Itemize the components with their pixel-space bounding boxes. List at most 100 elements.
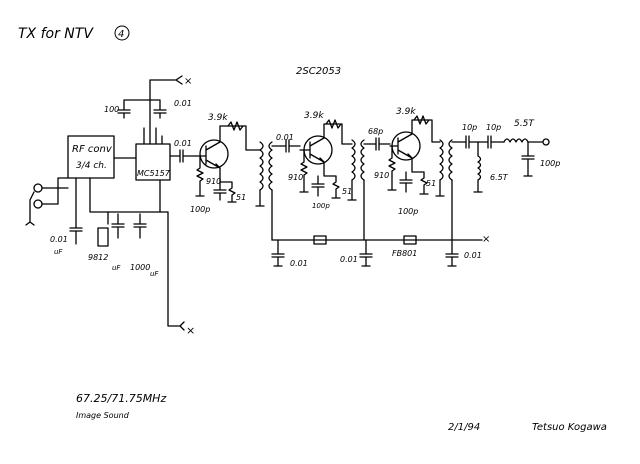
l-out-label: 5.5T bbox=[514, 119, 535, 129]
cap-100u bbox=[117, 99, 151, 119]
cap-bus-1 bbox=[271, 239, 285, 267]
vcc-rail-top bbox=[149, 75, 183, 129]
q3-collector-wire bbox=[411, 119, 441, 143]
author: Tetsuo Kogawa bbox=[532, 422, 607, 433]
inductor-out bbox=[503, 138, 543, 143]
r-bias-3-label: 910 bbox=[374, 171, 389, 180]
rf-input-wiring bbox=[25, 177, 69, 226]
r-stage3 bbox=[413, 115, 430, 125]
c-top-001: 0.01 bbox=[174, 99, 192, 108]
frequency-caption: Image Sound bbox=[76, 411, 130, 420]
c-emit-2-symbol bbox=[311, 175, 325, 197]
rf-converter-channels: 3/4 ch. bbox=[76, 161, 107, 171]
c-bus-2-label: 0.01 bbox=[340, 255, 358, 264]
cap-left-001 bbox=[69, 177, 83, 245]
c-out-gnd-label: 100p bbox=[540, 159, 560, 168]
cap-top-001 bbox=[149, 99, 167, 119]
regulator-9812 bbox=[97, 227, 109, 247]
r-stage3-label: 3.9k bbox=[396, 107, 416, 117]
r-emit-1-label: 51 bbox=[236, 193, 246, 202]
c-emit-2-label: 100p bbox=[312, 202, 330, 210]
vcc-mark-bottom: × bbox=[186, 324, 195, 337]
c-out-1-label: 10p bbox=[462, 123, 477, 132]
c-uf2-label: uF bbox=[150, 270, 159, 278]
rf-converter-box bbox=[67, 135, 115, 179]
main-supply-wire bbox=[107, 211, 185, 331]
transformer-1-gnd bbox=[255, 189, 265, 207]
transformer-2-primary bbox=[351, 139, 356, 181]
r-bias-1-label: 910 bbox=[206, 177, 221, 186]
ic-pins bbox=[143, 127, 163, 145]
frequency-label: 67.25/71.75MHz bbox=[76, 392, 166, 405]
c-emit-1-label: 100p bbox=[190, 205, 210, 214]
l-mid-label: 6.5T bbox=[490, 173, 509, 182]
transformer-1-secondary bbox=[268, 141, 273, 191]
transformer-3-secondary bbox=[448, 139, 453, 181]
cap-couple-2 bbox=[363, 137, 391, 151]
c-1000-label: 1000 bbox=[130, 263, 150, 272]
c-emit-3-label: 100p bbox=[398, 207, 418, 216]
cap-out-gnd bbox=[521, 141, 535, 177]
ferrite-bead-label: FB801 bbox=[392, 249, 417, 258]
r-bias-2-label: 910 bbox=[288, 173, 303, 182]
vcc-mark-bus: × bbox=[482, 234, 490, 245]
r-bias-1 bbox=[195, 155, 205, 197]
c-emit-1-symbol bbox=[213, 181, 227, 201]
r-emit-2 bbox=[323, 161, 341, 199]
transistor-q1 bbox=[199, 139, 229, 169]
cap-bus-2 bbox=[359, 239, 373, 267]
r-stage1 bbox=[227, 121, 244, 131]
transformer-1-primary bbox=[259, 141, 264, 191]
cap-1000 bbox=[133, 213, 147, 239]
r-bias-3 bbox=[387, 145, 397, 191]
r-stage2 bbox=[325, 119, 342, 129]
r-emit-2-label: 51 bbox=[342, 187, 352, 196]
c-bus-3-label: 0.01 bbox=[464, 251, 482, 260]
c-left-uf-label: uF bbox=[54, 248, 63, 256]
antenna-output-terminal bbox=[542, 138, 550, 146]
cap-uf bbox=[111, 213, 125, 239]
rf-input-connector-2 bbox=[33, 199, 43, 209]
bus-ferrite-1 bbox=[313, 235, 327, 245]
transformer-2-secondary bbox=[360, 139, 365, 181]
title-channel: 4 bbox=[118, 29, 124, 40]
q3-leads bbox=[389, 133, 413, 159]
q1-collector-wire bbox=[219, 125, 261, 151]
inductor-mid bbox=[473, 141, 483, 193]
r-emit-1 bbox=[219, 167, 237, 203]
transformer-3-gnd bbox=[435, 179, 445, 197]
r-emit-3-label: 51 bbox=[426, 179, 436, 188]
date: 2/1/94 bbox=[448, 422, 480, 433]
transformer-3-primary bbox=[439, 139, 444, 181]
r-stage2-label: 3.9k bbox=[304, 111, 324, 121]
cap-couple-1 bbox=[271, 139, 301, 153]
r-emit-3 bbox=[411, 157, 429, 195]
c-couple-1-label: 0.01 bbox=[276, 133, 294, 142]
c-couple-2-label: 68p bbox=[368, 127, 383, 136]
rf-input-connector bbox=[33, 183, 43, 193]
ic-box bbox=[135, 143, 171, 181]
r-bias-2 bbox=[299, 149, 309, 193]
c-9812-label: 9812 bbox=[88, 253, 108, 262]
ic-label: MC5157 bbox=[137, 169, 171, 178]
c-uf-label: uF bbox=[112, 264, 121, 272]
c-top-100u: 100 bbox=[104, 105, 119, 114]
c-out-2-label: 10p bbox=[486, 123, 501, 132]
c-emit-3-symbol bbox=[399, 171, 413, 193]
left-supply-wire bbox=[89, 177, 109, 225]
q2-collector-wire bbox=[323, 123, 353, 145]
title: TX for NTV bbox=[18, 26, 94, 42]
vcc-mark-top: × bbox=[184, 76, 192, 87]
channel-circle bbox=[114, 25, 130, 41]
rf-converter-label: RF conv bbox=[72, 144, 113, 155]
q1-leads bbox=[195, 141, 221, 169]
bus-ferrite-2 bbox=[403, 235, 417, 245]
c-left-001-label: 0.01 bbox=[50, 235, 68, 244]
cap-bus-3 bbox=[445, 239, 459, 267]
transformer-2-gnd bbox=[347, 179, 357, 201]
r-stage1-label: 3.9k bbox=[208, 113, 228, 123]
cap-ic-out bbox=[169, 149, 197, 163]
transistor-type: 2SC2053 bbox=[296, 66, 341, 77]
